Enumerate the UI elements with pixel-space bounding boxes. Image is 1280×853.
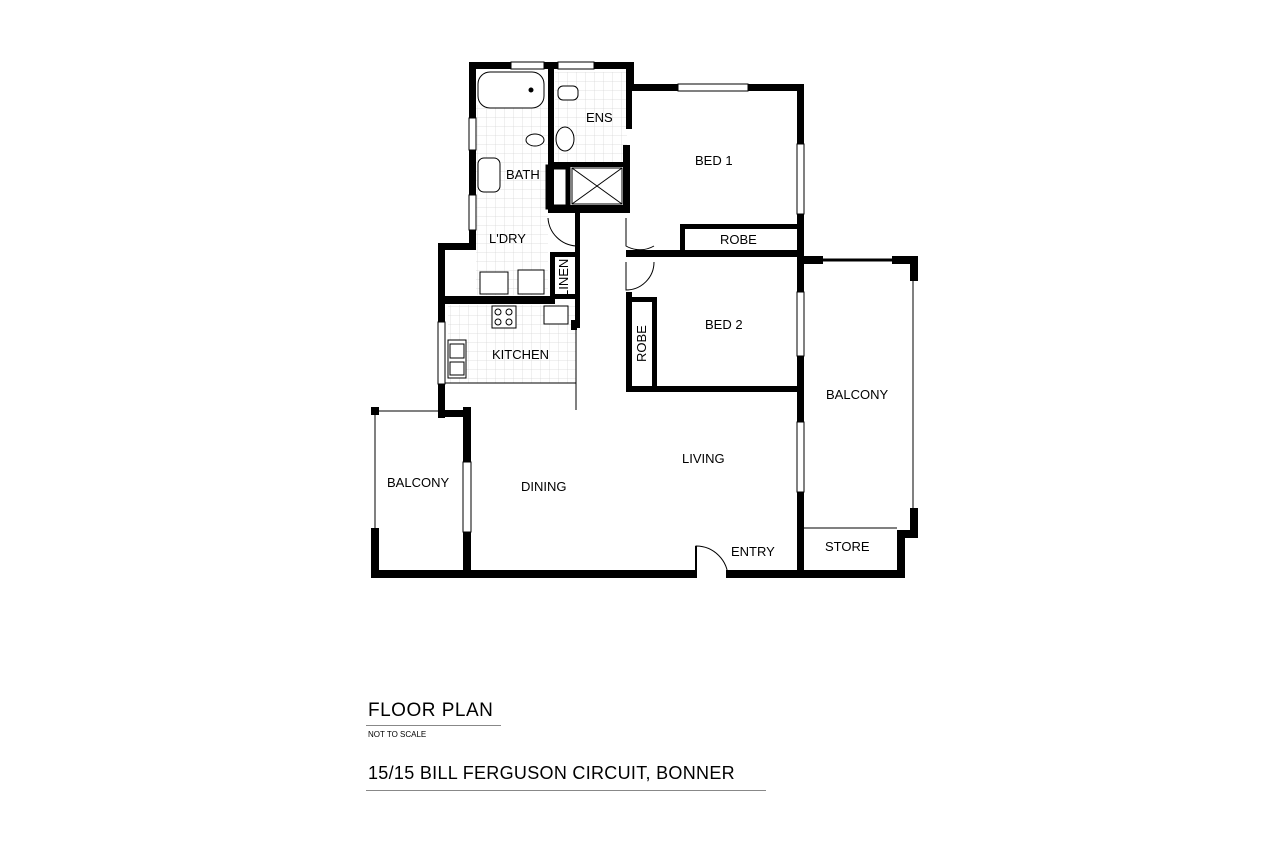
vanity-bath (477, 157, 501, 193)
label-store: STORE (825, 539, 870, 554)
bathtub (477, 71, 545, 109)
label-bath: BATH (506, 167, 540, 182)
fixtures (445, 71, 623, 384)
plan-title: FLOOR PLAN (368, 700, 494, 721)
label-bed2: BED 2 (705, 317, 743, 332)
label-bed1: BED 1 (695, 153, 733, 168)
laundry-tub (479, 271, 509, 295)
label-entry: ENTRY (731, 544, 775, 559)
label-living: LIVING (682, 451, 725, 466)
title-underline (366, 725, 501, 726)
ens-basin (555, 126, 575, 152)
floor-plan-drawing: ENS BED 1 BATH L'DRY ROBE LINEN BED 2 RO… (371, 61, 918, 579)
room-labels: ENS BED 1 BATH L'DRY ROBE LINEN BED 2 RO… (387, 110, 888, 559)
cooktop (491, 305, 517, 329)
label-ens: ENS (586, 110, 613, 125)
label-ldry: L'DRY (489, 231, 526, 246)
label-balcony-right: BALCONY (826, 387, 888, 402)
label-kitchen: KITCHEN (492, 347, 549, 362)
property-address: 15/15 BILL FERGUSON CIRCUIT, BONNER (368, 763, 735, 783)
washing-machine (517, 269, 545, 295)
fridge-space (543, 305, 569, 325)
label-robe-bed2: ROBE (634, 325, 649, 362)
label-balcony-left: BALCONY (387, 475, 449, 490)
walls (371, 62, 918, 578)
balcony-outlines (374, 281, 914, 529)
ens-toilet (557, 85, 579, 101)
label-dining: DINING (521, 479, 567, 494)
label-linen: LINEN (556, 259, 571, 297)
label-robe-bed1: ROBE (720, 232, 757, 247)
address-underline (366, 790, 766, 791)
scale-note: NOT TO SCALE (368, 730, 427, 739)
bath-toilet (525, 133, 545, 147)
windows (437, 61, 893, 533)
doors (547, 216, 729, 579)
